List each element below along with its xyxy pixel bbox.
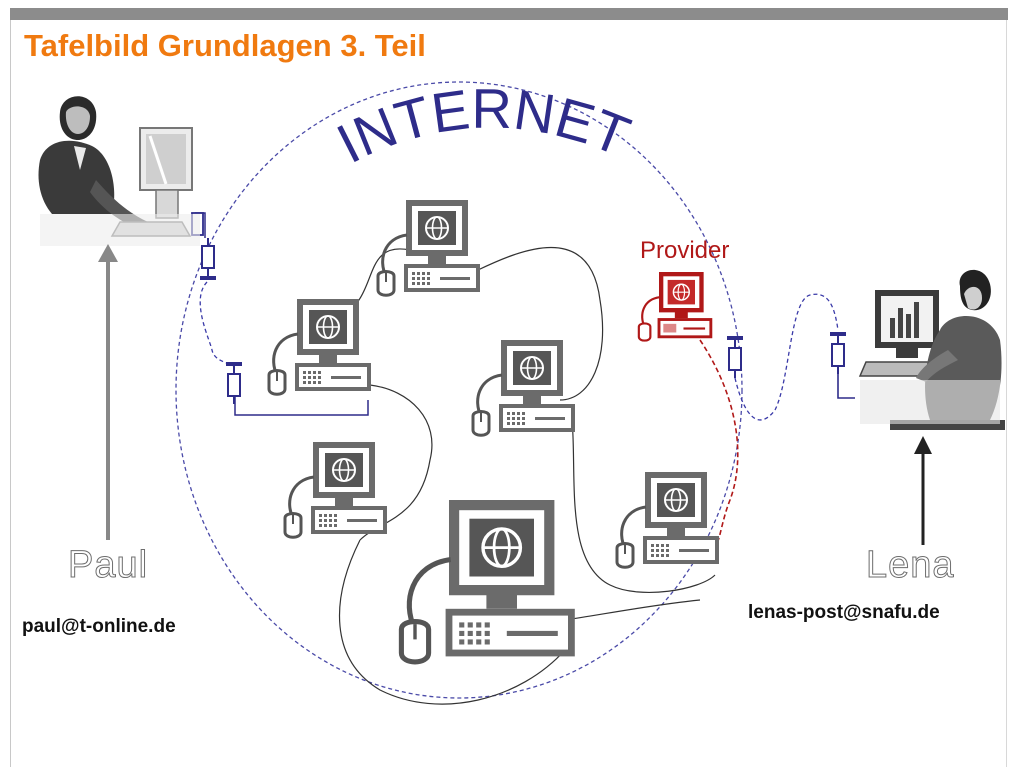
slide-right-border: [1006, 20, 1007, 767]
sender-arrow: [98, 244, 118, 540]
man-at-computer-icon: [38, 96, 200, 246]
sender-email: paul@t-online.de: [22, 616, 176, 637]
computer-globe-icon: [283, 440, 389, 539]
provider-label: Provider: [640, 237, 729, 264]
slide-top-bar: [10, 8, 1008, 20]
woman-at-computer-icon: [858, 269, 1005, 430]
modem-icon: [225, 361, 243, 405]
slide-left-border: [10, 20, 11, 767]
computer-globe-icon: [376, 198, 482, 297]
computer-globe-icon: [401, 500, 574, 662]
provider-link: [699, 339, 739, 546]
internet-label: INTERNET: [327, 77, 638, 175]
modem-icon: [199, 237, 217, 281]
slide-title: Tafelbild Grundlagen 3. Teil: [24, 28, 426, 63]
recipient-email: lenas-post@snafu.de: [748, 602, 940, 623]
provider-computer-icon: [637, 272, 713, 342]
computer-globe-icon: [615, 470, 721, 569]
modem-icon: [726, 335, 744, 379]
dialup-lines: [199, 281, 839, 421]
recipient-name: Lena: [866, 544, 955, 587]
computer-globe-icon: [267, 297, 373, 396]
sender-name: Paul: [67, 544, 149, 587]
modem-icon: [829, 331, 847, 375]
recipient-arrow: [914, 436, 932, 545]
internet-cloud-outline: [175, 81, 743, 699]
computer-globe-icon: [471, 338, 577, 437]
